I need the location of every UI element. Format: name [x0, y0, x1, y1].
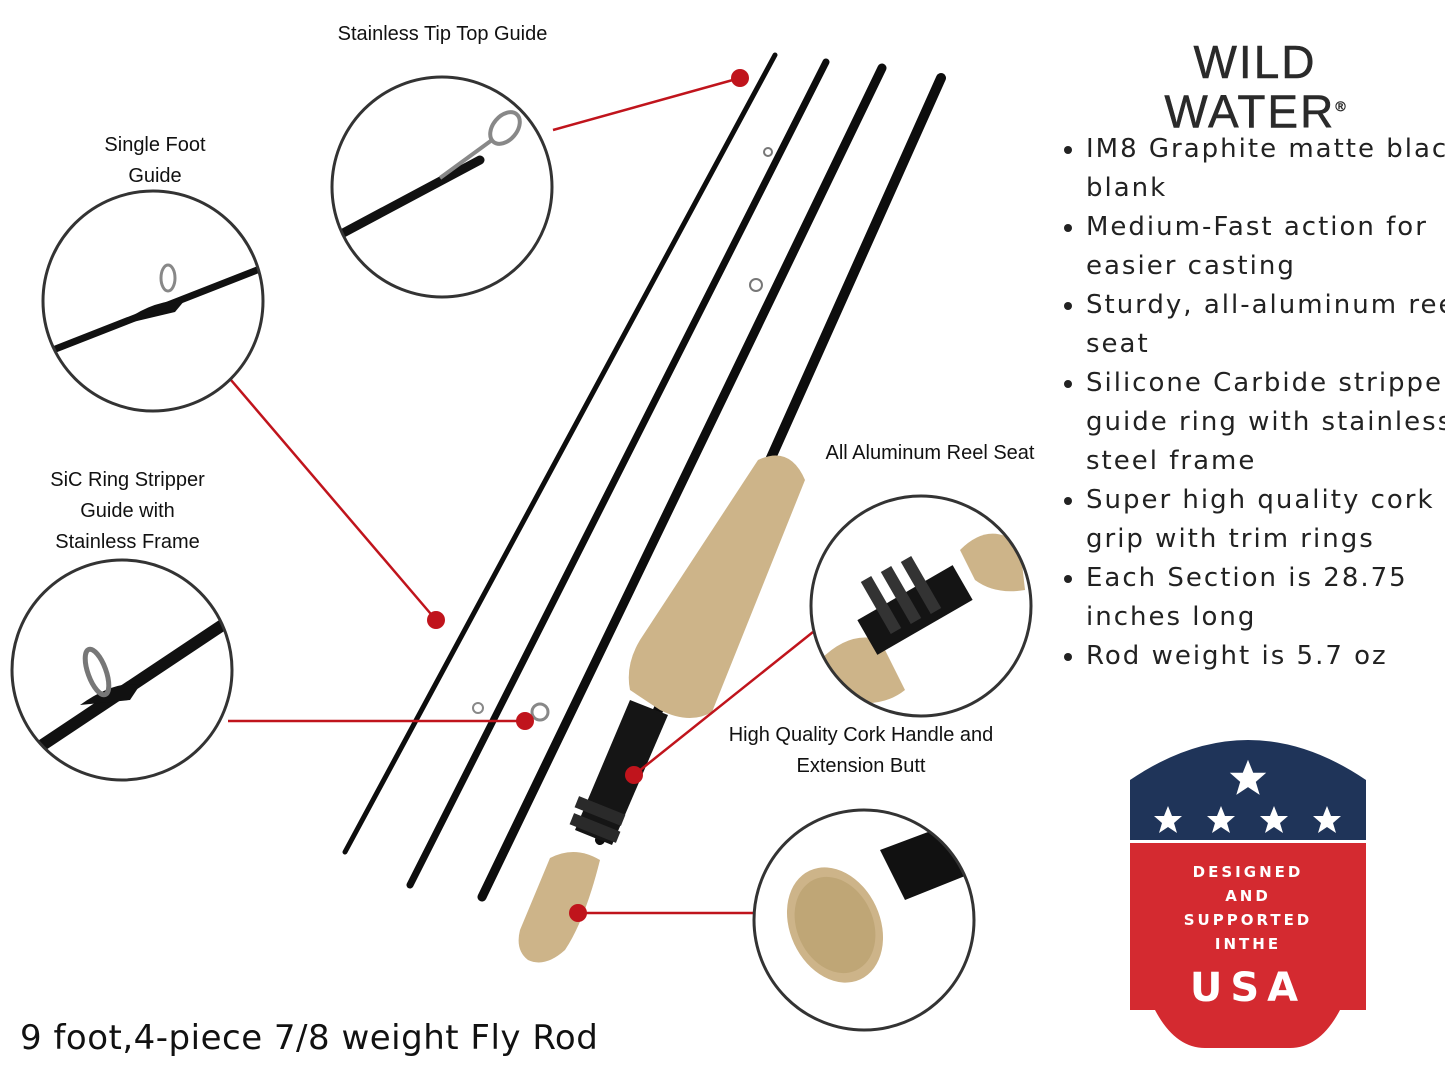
leader-dot — [427, 611, 445, 629]
feature-item: Sturdy, all-aluminum reel seat — [1086, 286, 1445, 364]
detail-circle-extension-butt — [752, 808, 976, 1032]
star-icon — [1207, 806, 1235, 833]
usa-badge — [1130, 740, 1366, 1048]
callout-cork-handle: High Quality Cork Handle and Extension B… — [728, 724, 994, 777]
star-icon — [1154, 806, 1182, 833]
callout-tip-top-guide: Stainless Tip Top Guide — [337, 23, 548, 45]
detail-circle-tip-top — [330, 75, 554, 299]
rod-section-2 — [406, 58, 830, 889]
cork-grip — [628, 455, 805, 719]
rod-section-3 — [477, 63, 887, 902]
badge-designed-text: DESIGNED AND SUPPORTED INTHE — [1183, 863, 1313, 953]
leader-dot — [731, 69, 749, 87]
butt-cork — [518, 851, 600, 963]
rod-guide — [749, 278, 763, 292]
callout-reel-seat: All Aluminum Reel Seat — [825, 442, 1035, 464]
leader-lines — [228, 69, 814, 922]
rod-tip-section — [342, 52, 778, 855]
star-icon — [1229, 759, 1267, 795]
feature-item: Silicone Carbide stripper guide ring wit… — [1086, 364, 1445, 481]
feature-item: Medium-Fast action for easier casting — [1086, 208, 1445, 286]
detail-circle-reel-seat — [809, 494, 1033, 718]
rod-guide — [763, 147, 773, 157]
leader-dot — [569, 904, 587, 922]
detail-circle-single-foot — [41, 189, 265, 413]
rod-guide — [472, 702, 484, 714]
brand-logo: WILD WATER® — [1164, 36, 1346, 138]
feature-item: Super high quality cork grip with trim r… — [1086, 481, 1445, 559]
leader-dot — [625, 766, 643, 784]
product-caption: 9 foot,4-piece 7/8 weight Fly Rod — [20, 1018, 599, 1058]
star-icon — [1260, 806, 1288, 833]
reel-seat-ring — [569, 813, 621, 843]
star-icon — [1313, 806, 1341, 833]
leader-dot — [516, 712, 534, 730]
callout-single-foot-guide: Single Foot Guide — [104, 134, 206, 187]
feature-item: Each Section is 28.75 inches long — [1086, 559, 1445, 637]
rod-guide — [530, 702, 550, 722]
badge-country: USA — [1189, 965, 1307, 1011]
feature-item: IM8 Graphite matte black blank — [1086, 130, 1445, 208]
rod-sections — [342, 52, 946, 963]
feature-list: IM8 Graphite matte black blank Medium-Fa… — [1050, 130, 1445, 676]
feature-item: Rod weight is 5.7 oz — [1086, 637, 1445, 676]
reel-seat-ring — [574, 796, 626, 826]
detail-circle-stripper — [10, 558, 234, 782]
callout-stripper-guide: SiC Ring Stripper Guide with Stainless F… — [50, 469, 205, 553]
